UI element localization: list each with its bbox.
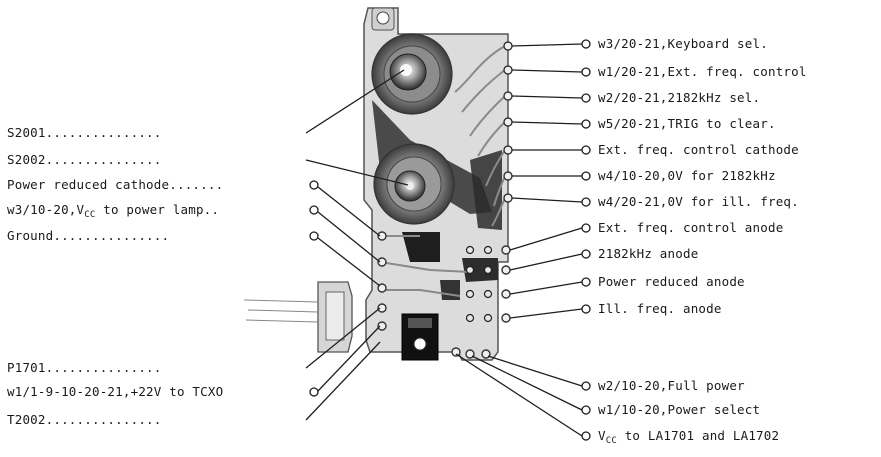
label-power-reduced-cathode: Power reduced cathode....... [7,177,224,192]
label-2182khz-sel: w2/20-21,2182kHz sel. [598,90,761,105]
label-ext-freq-anode: Ext. freq. control anode [598,220,784,235]
label-s2001: S2001............... [7,125,162,140]
label-w1-22v-tcxo: w1/1-9-10-20-21,+22V to TCXO [7,384,224,399]
label-ext-freq-cathode: Ext. freq. control cathode [598,142,799,157]
label-vcc-la1701-la1702: VCC to LA1701 and LA1702 [598,429,779,448]
label-keyboard-sel: w3/20-21,Keyboard sel. [598,36,768,51]
label-w3-vcc-power-lamp: w3/10-20,VCC to power lamp.. [7,203,219,222]
label-vcc-prefix: V [598,428,606,443]
label-power-select: w1/10-20,Power select [598,402,761,417]
s2001-potentiometer [371,33,453,115]
label-t2002: T2002............... [7,412,162,427]
s2002-potentiometer [373,143,455,225]
label-p1701: P1701............... [7,360,162,375]
label-ext-freq-control: w1/20-21,Ext. freq. control [598,64,807,79]
left-leader-lines [305,69,409,421]
label-0v-2182khz: w4/10-20,0V for 2182kHz [598,168,776,183]
label-w3-suffix: to power lamp.. [95,202,220,217]
label-w3-prefix: w3/10-20,V [7,202,85,217]
t2002-transistor [401,313,439,361]
p1701-connector [243,281,353,353]
left-terminal-circles [309,180,319,397]
label-s2002: S2002............... [7,152,162,167]
label-power-reduced-anode: Power reduced anode [598,274,745,289]
label-trig-clear: w5/20-21,TRIG to clear. [598,116,776,131]
label-0v-ill-freq: w4/20-21,0V for ill. freq. [598,194,799,209]
label-vcc-subscript: CC [605,436,617,446]
label-vcc-suffix: to LA1701 and LA1702 [616,428,780,443]
label-ground: Ground............... [7,228,170,243]
label-full-power: w2/10-20,Full power [598,378,745,393]
label-2182khz-anode: 2182kHz anode [598,246,699,261]
right-leader-lines [455,43,583,437]
label-ill-freq-anode: Ill. freq. anode [598,301,722,316]
label-w3-subscript: CC [84,210,96,220]
right-terminal-circles [581,39,591,441]
